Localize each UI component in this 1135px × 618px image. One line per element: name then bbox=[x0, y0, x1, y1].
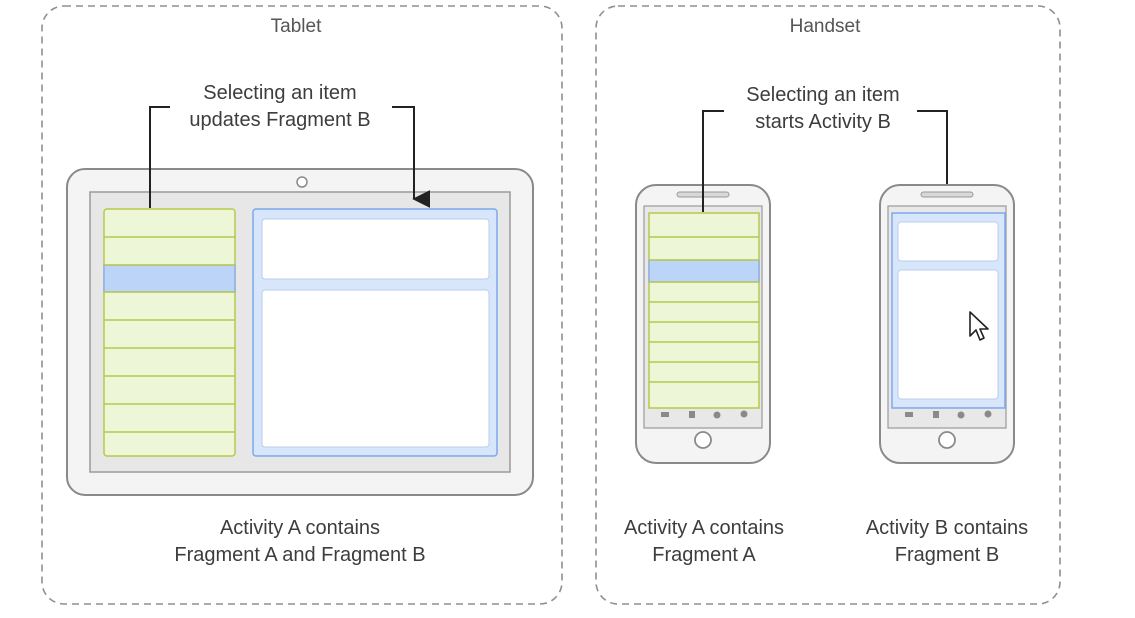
tablet-caption: Activity A contains Fragment A and Fragm… bbox=[174, 517, 426, 566]
handset-b-device bbox=[879, 184, 1015, 464]
tablet-annotation-text: Selecting an item updates Fragment B bbox=[189, 82, 371, 131]
handset-a-selected-row bbox=[648, 259, 760, 283]
tablet-selected-row bbox=[103, 264, 236, 293]
handset-a-home-button-icon bbox=[694, 431, 712, 449]
handset-a-device bbox=[635, 184, 771, 464]
handset-b-caption: Activity B contains Fragment B bbox=[865, 517, 1029, 566]
handset-a-fragment-a bbox=[648, 212, 760, 409]
tablet-panel-title: Tablet bbox=[270, 16, 322, 37]
handset-annotation-connector bbox=[702, 110, 947, 212]
handset-b-home-button-icon bbox=[938, 431, 956, 449]
handset-panel-title: Handset bbox=[789, 16, 861, 37]
tablet-annotation-connector bbox=[149, 106, 414, 208]
tablet-panel-border bbox=[41, 5, 563, 605]
tablet-device bbox=[66, 168, 534, 496]
handset-annotation-text: Selecting an item starts Activity B bbox=[746, 84, 900, 133]
handset-b-fragment-b bbox=[891, 212, 1006, 409]
tablet-camera-icon bbox=[296, 176, 308, 188]
tablet-fragment-b bbox=[252, 208, 498, 457]
handset-panel-border bbox=[595, 5, 1061, 605]
tablet-fragment-a bbox=[103, 208, 236, 457]
handset-a-nav-icons bbox=[661, 410, 748, 419]
mouse-cursor-icon bbox=[969, 311, 989, 341]
handset-a-caption: Activity A contains Fragment A bbox=[623, 517, 785, 566]
handset-b-nav-icons bbox=[905, 410, 992, 419]
